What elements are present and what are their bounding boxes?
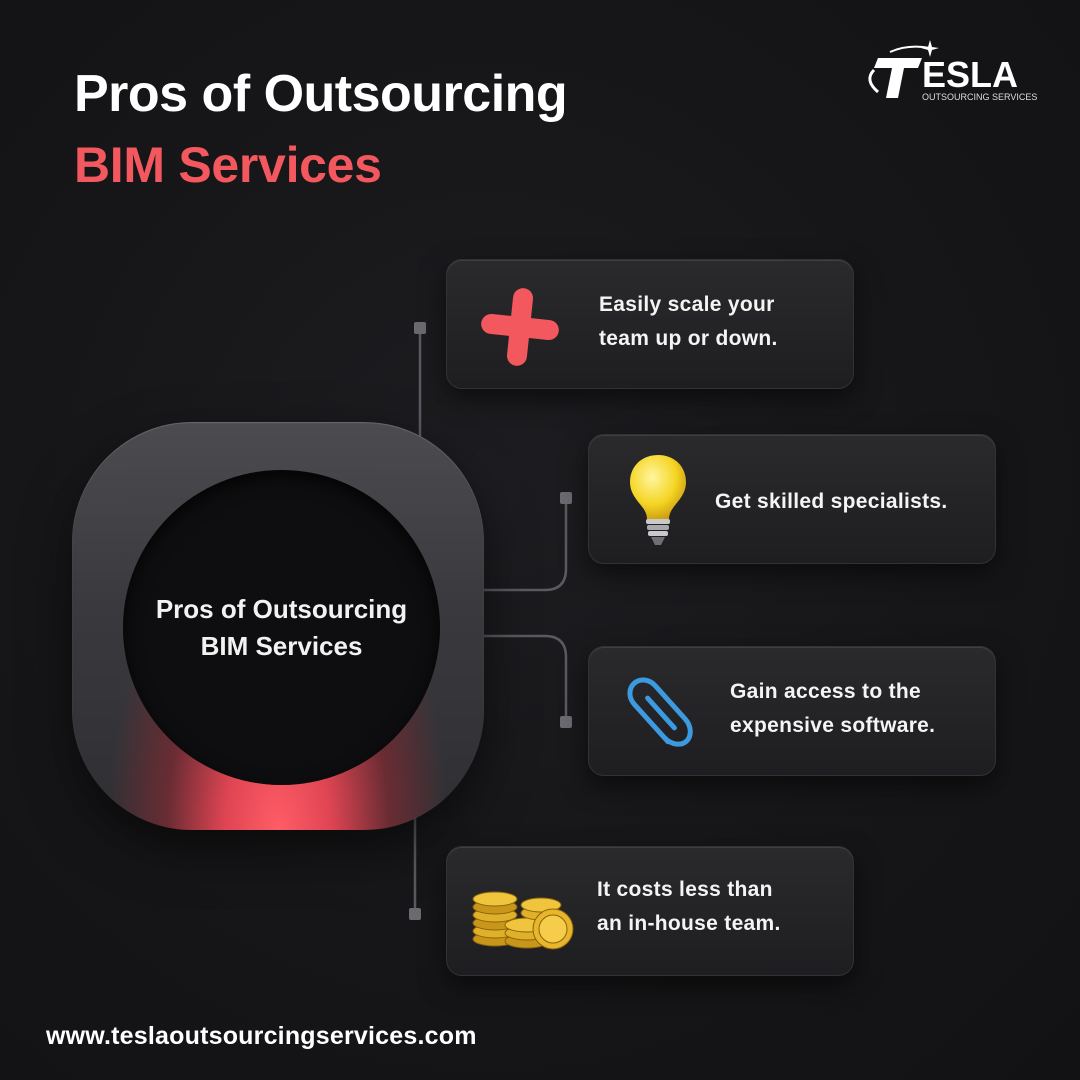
title-line-2: BIM Services (74, 137, 382, 193)
svg-text:OUTSOURCING SERVICES: OUTSOURCING SERVICES (922, 92, 1037, 102)
page-title: Pros of Outsourcing BIM Services (74, 58, 568, 200)
paper-clip-icon (617, 669, 705, 757)
tesla-logo: ESLA OUTSOURCING SERVICES (860, 40, 1040, 110)
light-bulb-icon (627, 453, 689, 549)
hub-circle: Pros of Outsourcing BIM Services (123, 470, 440, 785)
red-cross-icon (477, 284, 563, 370)
website-link[interactable]: www.teslaoutsourcingservices.com (46, 1022, 477, 1050)
hub-label: Pros of Outsourcing BIM Services (155, 593, 408, 661)
title-line-1: Pros of Outsourcing (74, 65, 568, 123)
tesla-logo-mark: ESLA OUTSOURCING SERVICES (868, 40, 1037, 102)
benefit-card-cost: It costs less than an in-house team. (446, 846, 854, 976)
benefit-card-scale: Easily scale your team up or down. (446, 259, 854, 389)
benefit-text: Gain access to the expensive software. (730, 680, 936, 737)
benefit-text: It costs less than an in-house team. (597, 878, 781, 935)
center-hub: Pros of Outsourcing BIM Services (72, 422, 484, 830)
benefit-card-specialists: Get skilled specialists. (588, 434, 996, 564)
svg-text:ESLA: ESLA (922, 54, 1018, 95)
benefit-card-software: Gain access to the expensive software. (588, 646, 996, 776)
benefit-text: Get skilled specialists. (715, 490, 948, 513)
gold-coins-icon (469, 883, 579, 953)
benefit-text: Easily scale your team up or down. (599, 293, 778, 350)
